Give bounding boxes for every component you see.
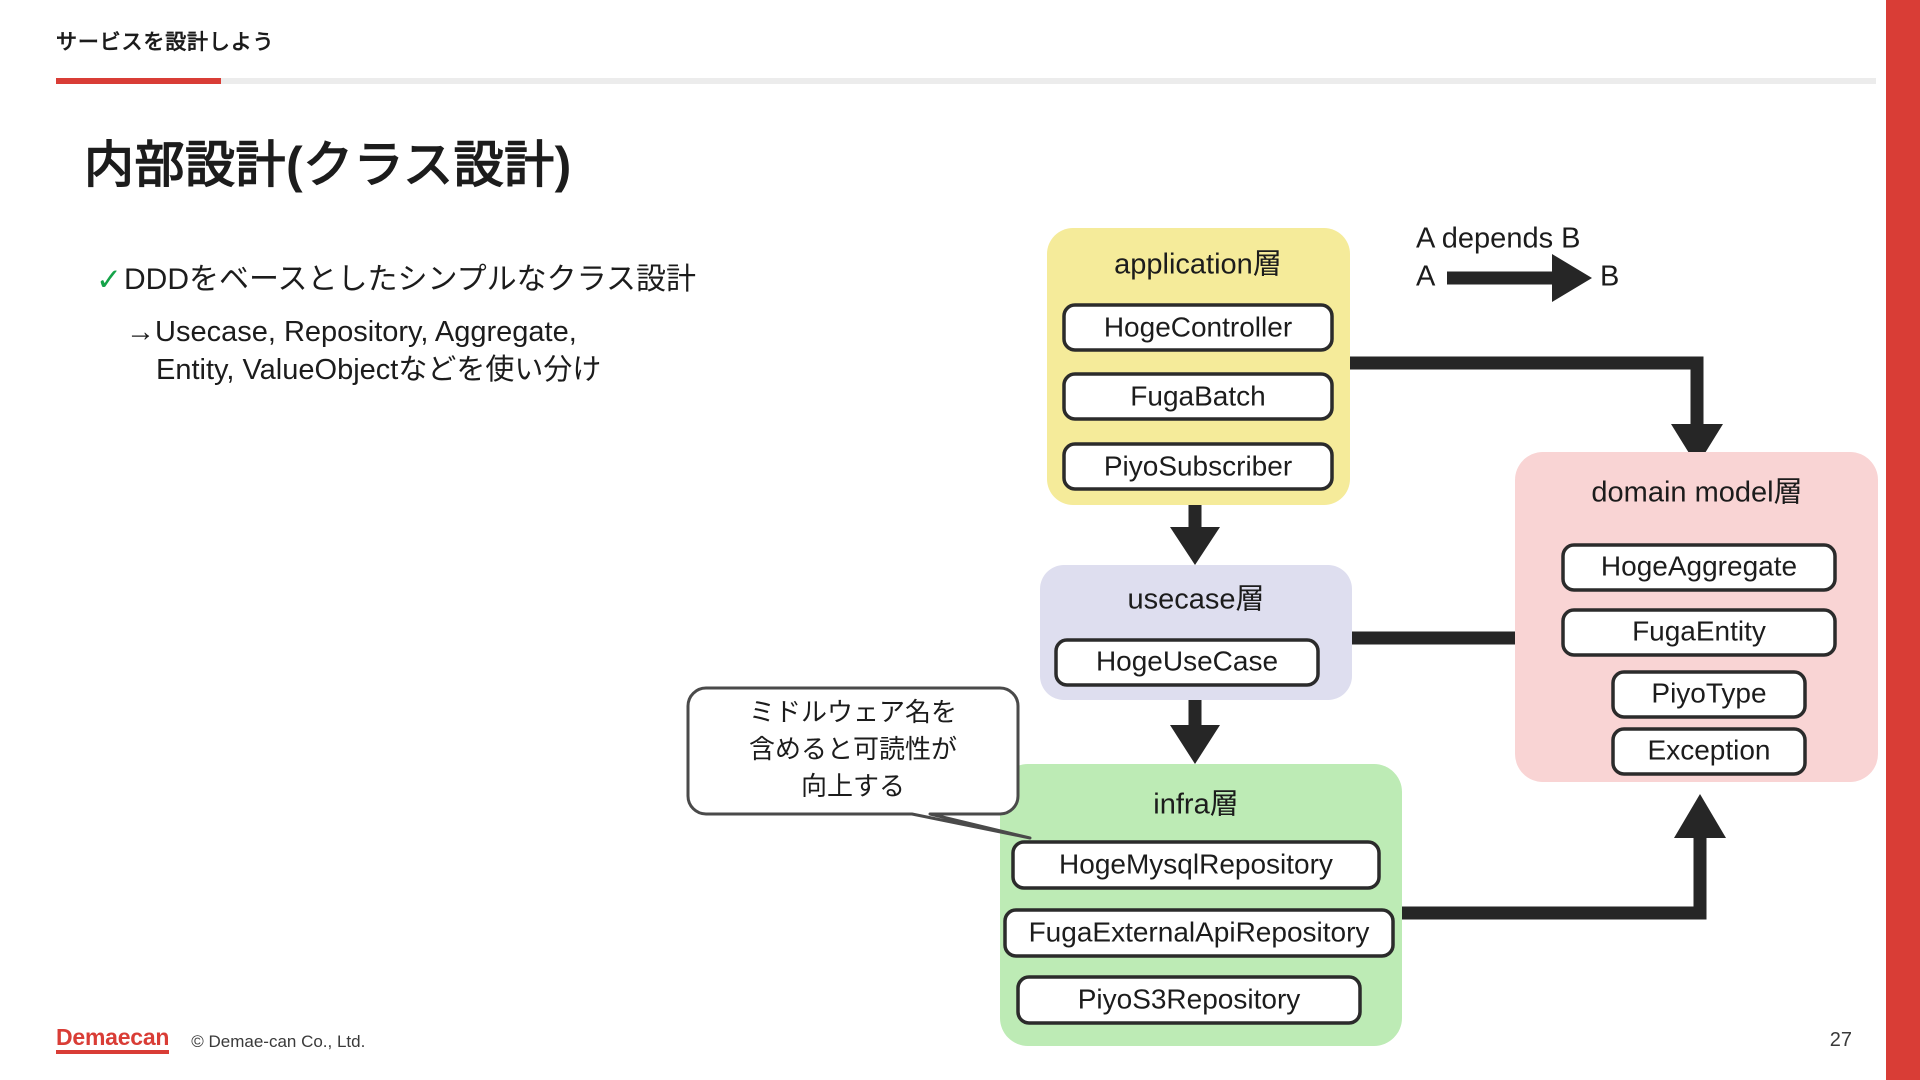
bullet-item-main: ✓ DDDをベースとしたシンプルなクラス設計 (96, 262, 796, 299)
connector-usecase-to-infra (1170, 700, 1220, 764)
class-node-hogeaggregate[interactable]: HogeAggregate (1561, 543, 1837, 592)
arrow-head-icon (1671, 424, 1723, 466)
class-node-label: FugaBatch (1130, 380, 1265, 411)
layer-usecase[interactable]: usecase層 HogeUseCase (1040, 565, 1352, 700)
slide-kicker: サービスを設計しよう (56, 31, 275, 54)
layer-usecase-label: usecase層 (1127, 584, 1264, 616)
right-accent-bar (1886, 0, 1920, 1080)
bullet-sub-block: →Usecase, Repository, Aggregate, Entity,… (126, 313, 796, 391)
class-node-label: HogeAggregate (1601, 550, 1797, 581)
footer: Demaecan © Demae-can Co., Ltd. (56, 1025, 365, 1054)
layer-infra-label: infra層 (1153, 789, 1238, 821)
arrow-head-icon (1674, 794, 1726, 838)
legend-to-label: B (1600, 261, 1619, 293)
class-node-hogecontroller[interactable]: HogeController (1062, 303, 1334, 352)
arrow-head-icon (1170, 527, 1220, 565)
connector-infra-to-domain (1402, 794, 1726, 920)
class-node-hogemysqlrepository[interactable]: HogeMysqlRepository (1011, 840, 1381, 890)
header-divider (56, 78, 1876, 84)
diagram-legend: A depends B A B (1416, 223, 1619, 302)
layer-application[interactable]: application層 HogeController FugaBatch Pi… (1047, 228, 1350, 505)
class-node-label: PiyoS3Repository (1078, 983, 1301, 1014)
class-node-piyosubscriber[interactable]: PiyoSubscriber (1062, 442, 1334, 491)
legend-caption: A depends B (1416, 223, 1580, 255)
callout-line-3: 向上する (801, 771, 905, 801)
connector-application-to-domain (1350, 356, 1723, 466)
layer-application-label: application層 (1114, 249, 1282, 281)
class-node-label: FugaEntity (1632, 615, 1766, 646)
class-node-label: PiyoSubscriber (1104, 450, 1292, 481)
class-node-exception[interactable]: Exception (1611, 727, 1807, 776)
legend-from-label: A (1416, 261, 1436, 293)
arrow-head-icon (1552, 254, 1592, 302)
bullet-sub-line-1: →Usecase, Repository, Aggregate, (126, 315, 577, 348)
bullet-sub-line-2: Entity, ValueObjectなどを使い分け (156, 354, 602, 387)
copyright-text: © Demae-can Co., Ltd. (191, 1032, 366, 1051)
brand-logo: Demaecan (56, 1025, 169, 1054)
layer-domain-model-label: domain model層 (1591, 477, 1802, 509)
class-node-fugaentity[interactable]: FugaEntity (1561, 608, 1837, 657)
class-node-label: HogeMysqlRepository (1059, 848, 1333, 879)
class-node-label: PiyoType (1651, 677, 1766, 708)
bullet-list: ✓ DDDをベースとしたシンプルなクラス設計 →Usecase, Reposit… (96, 262, 796, 390)
bullet-main-text: DDDをベースとしたシンプルなクラス設計 (123, 263, 696, 296)
class-node-label: HogeUseCase (1096, 645, 1278, 676)
page-title: 内部設計(クラス設計) (84, 137, 572, 193)
class-node-hogeusecase[interactable]: HogeUseCase (1054, 638, 1320, 687)
header-divider-accent (56, 78, 221, 84)
arrow-head-icon (1170, 725, 1220, 764)
class-node-label: Exception (1648, 734, 1771, 765)
layer-infra[interactable]: infra層 HogeMysqlRepository FugaExternalA… (1000, 764, 1402, 1046)
connector-application-to-usecase (1170, 505, 1220, 565)
check-icon: ✓ (96, 262, 122, 297)
page-number: 27 (1829, 1029, 1852, 1051)
class-node-label: FugaExternalApiRepository (1029, 916, 1370, 947)
callout-line-2: 含めると可読性が (749, 734, 957, 764)
class-node-piyotype[interactable]: PiyoType (1611, 670, 1807, 719)
callout-bubble: ミドルウェア名を 含めると可読性が 向上する (686, 686, 1032, 840)
class-node-label: HogeController (1104, 311, 1292, 342)
class-node-fugabatch[interactable]: FugaBatch (1062, 372, 1334, 421)
class-node-piyos3repository[interactable]: PiyoS3Repository (1016, 975, 1362, 1025)
layer-domain-model[interactable]: domain model層 HogeAggregate FugaEntity P… (1515, 452, 1878, 782)
class-node-fugaexternalapirepository[interactable]: FugaExternalApiRepository (1003, 908, 1395, 958)
callout-line-1: ミドルウェア名を (749, 697, 957, 727)
